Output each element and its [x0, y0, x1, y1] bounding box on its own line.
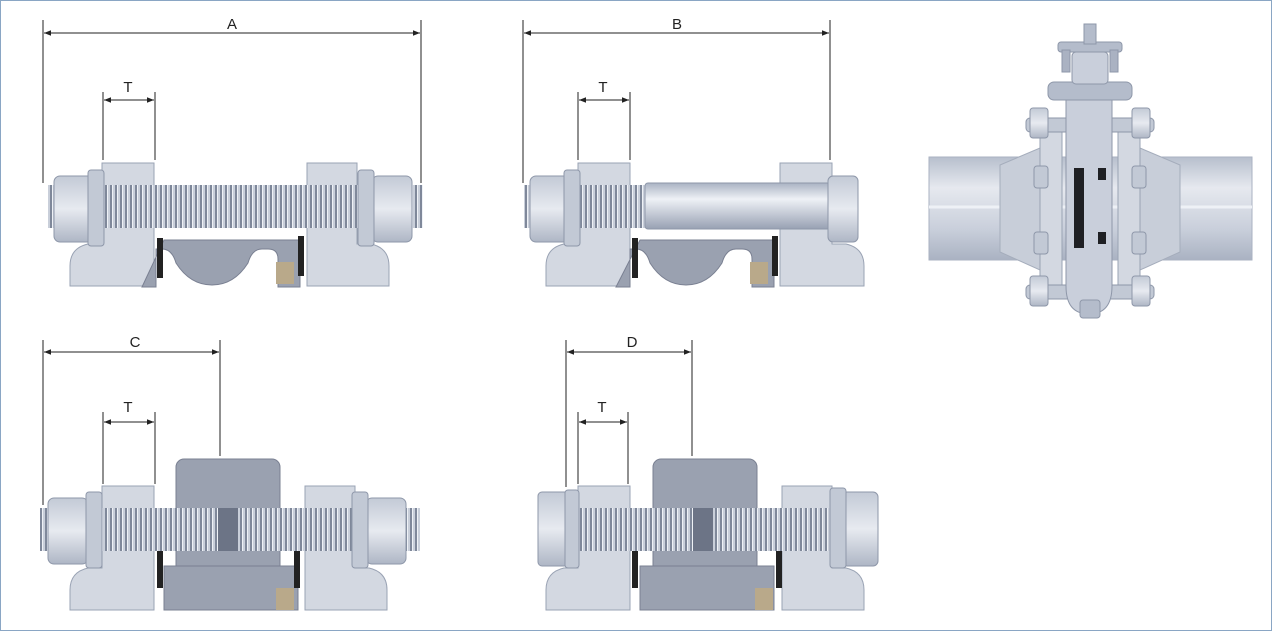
- gasket-left: [632, 238, 638, 278]
- figure-lug-stud-right: D T: [537, 334, 879, 611]
- stud-center: [218, 508, 238, 551]
- stem-housing: [1071, 51, 1109, 85]
- stud-center: [693, 508, 713, 551]
- stud-shank: [644, 182, 831, 230]
- label-d: D: [627, 334, 638, 351]
- nut-right: [365, 497, 407, 565]
- figure-through-bolt: A T: [42, 16, 423, 288]
- bolt-head: [1131, 165, 1147, 189]
- label-b: B: [672, 16, 682, 33]
- stud-right: [1109, 49, 1119, 73]
- nut-top-left: [1029, 107, 1049, 139]
- stem: [1083, 23, 1097, 45]
- valve-body: [163, 565, 299, 611]
- gasket-left: [157, 238, 163, 278]
- washer-right: [351, 491, 369, 569]
- nut-right: [841, 491, 879, 567]
- label-c: C: [130, 334, 141, 351]
- bolt-head: [1033, 231, 1049, 255]
- seat-left: [1074, 168, 1084, 248]
- body-insert: [276, 588, 294, 610]
- figure-lug-stud-left: C T: [40, 334, 420, 611]
- label-t: T: [598, 79, 607, 96]
- figure-tap-end-stud: B T: [522, 16, 865, 288]
- gasket-right: [294, 548, 300, 588]
- flange-disc-left: [1039, 129, 1063, 291]
- valve-body: [615, 239, 775, 288]
- label-t: T: [597, 399, 606, 416]
- gasket-right: [772, 236, 778, 276]
- label-t: T: [123, 79, 132, 96]
- body-insert: [276, 262, 294, 284]
- washer-left: [564, 489, 580, 569]
- washer-left: [85, 491, 103, 569]
- gasket-right: [776, 548, 782, 588]
- flange-face: [827, 175, 859, 243]
- bolt-head: [1033, 165, 1049, 189]
- washer-right: [829, 487, 847, 569]
- body-insert: [755, 588, 773, 610]
- valve-body: [639, 565, 775, 611]
- flange-disc-right: [1117, 129, 1141, 291]
- bolt-head: [1131, 231, 1147, 255]
- valve-body: [1065, 95, 1113, 315]
- gasket-left: [157, 548, 163, 588]
- bottom-stem: [1079, 299, 1101, 319]
- label-a: A: [227, 16, 237, 33]
- washer-left: [87, 169, 105, 247]
- label-t: T: [123, 399, 132, 416]
- nut-top-right: [1131, 107, 1151, 139]
- body-insert: [750, 262, 768, 284]
- valve-body: [141, 239, 301, 288]
- washer-left: [563, 169, 581, 247]
- seat-right-top: [1098, 168, 1106, 180]
- nut-right: [371, 175, 413, 243]
- nut-left: [47, 497, 89, 565]
- nut-bottom-right: [1131, 275, 1151, 307]
- washer-right: [357, 169, 375, 247]
- stud-left: [1061, 49, 1071, 73]
- bonnet: [1047, 81, 1133, 101]
- gasket-right: [298, 236, 304, 276]
- seat-right-bottom: [1098, 232, 1106, 244]
- nut-bottom-left: [1029, 275, 1049, 307]
- gasket-left: [632, 548, 638, 588]
- figure-valve-assembly: [928, 23, 1253, 319]
